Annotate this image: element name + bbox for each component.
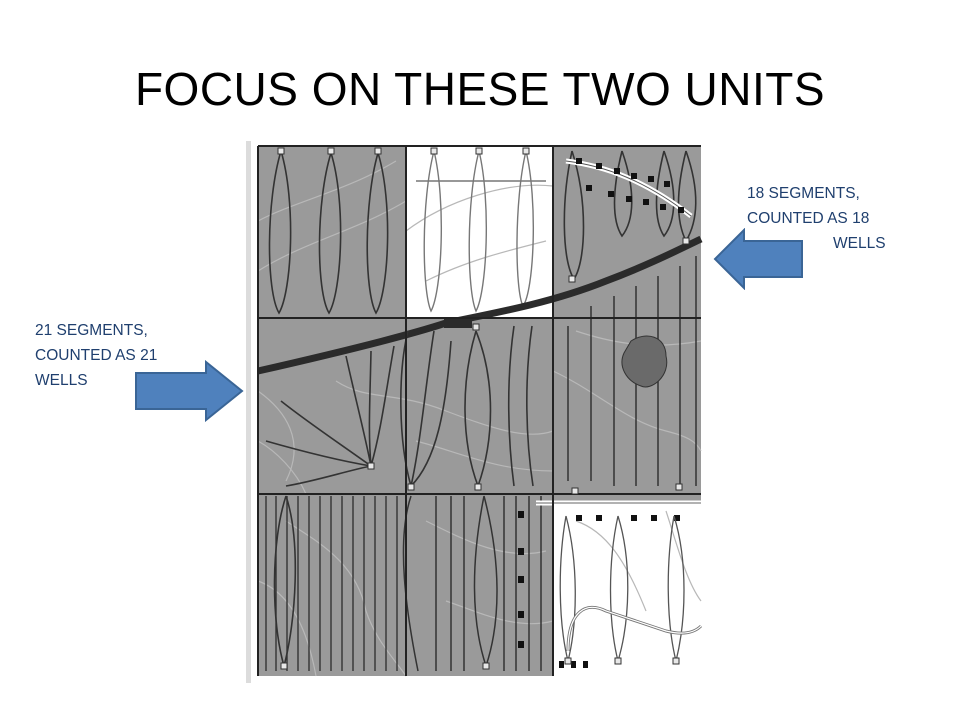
wells-middle-left [265, 345, 395, 487]
unit-grid [258, 146, 701, 676]
bottom-right-wellheads [559, 661, 588, 668]
pipeline-pad [444, 319, 472, 328]
slide-title: FOCUS ON THESE TWO UNITS [134, 63, 826, 115]
callout-left-line-3: WELLS [35, 372, 88, 389]
wells-top-left [268, 150, 389, 315]
unit-top-middle [406, 146, 553, 318]
unit-middle-left [258, 318, 406, 494]
bottom-right-road [536, 500, 701, 521]
callout-right-line-3: WELLS [833, 235, 886, 252]
pipeline-road [257, 235, 703, 375]
unit-bottom-right [553, 501, 701, 676]
callout-right-unit: 18 SEGMENTS, COUNTED AS 18 WELLS [747, 181, 886, 256]
unit-top-left [258, 146, 406, 318]
callout-left-line-1: 21 SEGMENTS, [35, 322, 148, 339]
section-lines [257, 145, 701, 676]
callout-right-line-2: COUNTED AS 18 [747, 210, 870, 227]
well-unit-map [246, 141, 706, 683]
left-arrow-icon [713, 228, 803, 290]
wellhead-pads [277, 147, 690, 670]
right-arrow-icon [135, 360, 244, 422]
callout-right-line-1: 18 SEGMENTS, [747, 185, 860, 202]
wells-center [400, 325, 534, 489]
top-right-road [565, 158, 693, 218]
wells-top-middle [416, 150, 546, 313]
pond [621, 335, 668, 388]
bottom-middle-wellheads [518, 511, 524, 648]
callout-left-line-2: COUNTED AS 21 [35, 347, 158, 364]
callout-left-unit: 21 SEGMENTS, COUNTED AS 21 WELLS [35, 318, 157, 393]
unit-bottom-left [258, 494, 406, 676]
map-left-border [246, 141, 251, 683]
wells-bottom-left [265, 496, 398, 671]
